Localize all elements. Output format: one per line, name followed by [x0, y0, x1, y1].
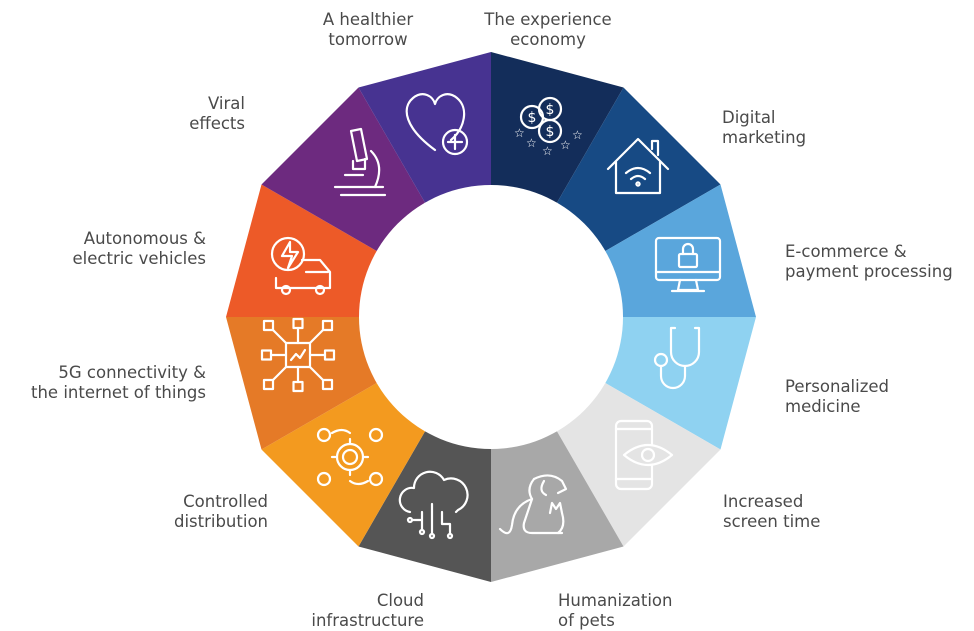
- label-line: E-commerce &: [785, 242, 907, 261]
- money-stars-icon: $ $ $ ☆ ☆ ☆ ☆ ☆: [514, 96, 583, 158]
- heart-plus-icon: [405, 93, 469, 156]
- label-line: Humanization: [558, 591, 673, 610]
- smart-home-wifi-icon: [606, 137, 670, 195]
- label-line: Viral: [208, 94, 245, 113]
- label-increased-screen-time: Increased screen time: [723, 492, 820, 532]
- label-line: effects: [189, 114, 245, 133]
- label-cloud-infrastructure: Cloud infrastructure: [311, 591, 424, 631]
- label-the-experience-economy: The experience economy: [448, 10, 648, 50]
- label-line: payment processing: [785, 262, 953, 281]
- label-line: distribution: [173, 512, 268, 531]
- label-controlled-distribution: Controlled distribution: [174, 492, 268, 532]
- secure-monitor-icon: [654, 236, 722, 293]
- svg-text:$: $: [546, 124, 555, 140]
- label-line: Cloud: [376, 591, 424, 610]
- wheel-segment-cloud-circuit: [358, 431, 491, 582]
- wheel-center-hole: [359, 185, 623, 449]
- label-line: screen time: [723, 512, 821, 531]
- label-a-healthier-tomorrow: A healthier tomorrow: [268, 10, 468, 50]
- svg-text:$: $: [528, 110, 537, 126]
- wheel-segment-stethoscope: [605, 317, 756, 450]
- label-e-commerce: E-commerce & payment processing: [785, 242, 953, 282]
- label-digital-marketing: Digital marketing: [722, 108, 806, 148]
- svg-text:☆: ☆: [514, 126, 525, 140]
- label-line: Increased: [723, 492, 804, 511]
- wheel-segment-heart-plus: [358, 52, 491, 203]
- stethoscope-icon: [653, 326, 701, 390]
- label-line: tomorrow: [328, 30, 408, 49]
- label-line: Personalized: [785, 377, 890, 396]
- label-line: Controlled: [183, 492, 268, 511]
- wheel-segment-gear-network: [261, 383, 425, 547]
- svg-text:☆: ☆: [572, 128, 583, 142]
- svg-text:☆: ☆: [526, 136, 537, 150]
- label-line: marketing: [722, 128, 807, 147]
- wheel-segment-secure-monitor: [605, 184, 756, 317]
- dog-cat-icon: [498, 474, 568, 535]
- wheel-segment-electric-car: [226, 184, 377, 317]
- label-line: Digital: [722, 108, 776, 127]
- label-autonomous-electric-vehicles: Autonomous & electric vehicles: [73, 229, 206, 269]
- electric-car-icon: [270, 236, 332, 296]
- microscope-icon: [333, 127, 387, 197]
- wheel-segment-smart-home-wifi: [557, 87, 721, 251]
- label-humanization-of-pets: Humanization of pets: [558, 591, 672, 631]
- label-line: electric vehicles: [72, 249, 206, 268]
- label-viral-effects: Viral effects: [189, 94, 245, 134]
- icons-layer: $ $ $ ☆ ☆ ☆ ☆ ☆: [260, 93, 722, 540]
- gear-network-icon: [316, 427, 384, 487]
- label-personalized-medicine: Personalized medicine: [785, 377, 889, 417]
- wheel-segment-microscope: [261, 87, 425, 251]
- iot-chip-icon: [260, 317, 336, 393]
- label-line: A healthier: [322, 10, 414, 29]
- cloud-circuit-icon: [398, 470, 469, 540]
- svg-text:$: $: [546, 102, 555, 118]
- label-5g-connectivity: 5G connectivity & the internet of things: [31, 363, 206, 403]
- phone-eye-icon: [614, 419, 674, 491]
- svg-text:☆: ☆: [542, 144, 553, 158]
- label-line: The experience: [484, 10, 612, 29]
- label-line: 5G connectivity &: [58, 363, 206, 382]
- label-line: infrastructure: [311, 611, 424, 630]
- wheel-segment-phone-eye: [557, 383, 721, 547]
- wheel-segment-money-stars: [491, 52, 624, 203]
- label-line: medicine: [785, 397, 861, 416]
- label-line: of pets: [558, 611, 615, 630]
- label-line: Autonomous &: [83, 229, 206, 248]
- label-line: economy: [510, 30, 586, 49]
- svg-text:☆: ☆: [560, 138, 571, 152]
- label-line: the internet of things: [31, 383, 206, 402]
